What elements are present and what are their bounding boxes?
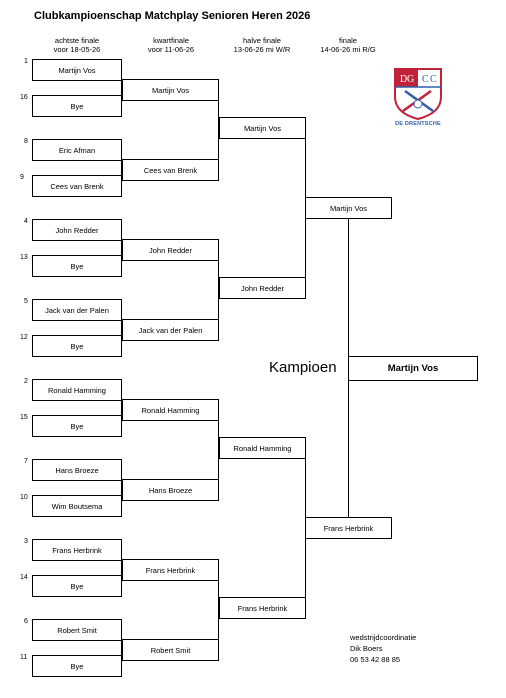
seed-number: 15 [20, 414, 28, 421]
contact-name: Dik Boers [350, 644, 383, 653]
champion-label: Kampioen [269, 359, 337, 376]
player-slot-r1: Bye [32, 575, 122, 597]
seed-number: 4 [24, 218, 28, 225]
player-slot-r1: Hans Broeze [32, 459, 122, 481]
bracket-line [218, 101, 219, 159]
bracket-line [218, 581, 219, 639]
player-slot-r2: Jack van der Palen [122, 319, 219, 341]
player-slot-r3: Frans Herbrink [219, 597, 306, 619]
player-slot-r2: John Redder [122, 239, 219, 261]
seed-number: 6 [24, 618, 28, 625]
player-slot-r2: Ronald Hamming [122, 399, 219, 421]
bracket-line [218, 261, 219, 319]
player-slot-r2: Cees van Brenk [122, 159, 219, 181]
golf-club-crest-logo: D G C C [394, 68, 442, 121]
round-name: achtste finale [54, 36, 100, 45]
round-date: voor 11-06-26 [147, 45, 195, 54]
bracket-line [121, 401, 122, 415]
player-slot-r1: Robert Smit [32, 619, 122, 641]
contact-phone: 06 53 42 88 85 [350, 655, 401, 664]
bracket-line [121, 641, 122, 655]
player-slot-r2: Robert Smit [122, 639, 219, 661]
contact-block: wedstrijdcoordinatie Dik Boers 06 53 42 … [350, 632, 416, 665]
player-slot-r1: John Redder [32, 219, 122, 241]
bracket-line [121, 481, 122, 495]
seed-number: 14 [20, 574, 28, 581]
seed-number: 11 [20, 654, 28, 661]
champion-box: Martijn Vos [348, 356, 478, 381]
logo-letter: D [400, 74, 407, 85]
bracket-line [121, 241, 122, 255]
logo-letter: C [422, 74, 429, 85]
logo-letter: G [407, 74, 414, 85]
player-slot-r2: Martijn Vos [122, 79, 219, 101]
player-slot-r1: Bye [32, 95, 122, 117]
player-slot-r1: Martijn Vos [32, 59, 122, 81]
player-slot-r1: Bye [32, 655, 122, 677]
round-header-r4: finale 14-06-26 mi R/G [320, 36, 375, 54]
player-slot-r2: Frans Herbrink [122, 559, 219, 581]
bracket-line [218, 421, 219, 479]
seed-number: 7 [24, 458, 28, 465]
player-slot-r3: John Redder [219, 277, 306, 299]
round-date: voor 18-05-26 [53, 45, 101, 54]
round-date: 14-06-26 mi R/G [320, 45, 376, 54]
player-slot-r3: Ronald Hamming [219, 437, 306, 459]
seed-number: 5 [24, 298, 28, 305]
round-header-r3: halve finale 13-06-26 mi W/R [234, 36, 291, 54]
seed-number: 16 [20, 94, 28, 101]
contact-role: wedstrijdcoordinatie [350, 633, 417, 642]
seed-number: 12 [20, 334, 28, 341]
round-header-r1: achtste finale voor 18-05-26 [54, 36, 101, 54]
player-slot-r1: Wim Boutsema [32, 495, 122, 517]
player-slot-r4: Martijn Vos [305, 197, 392, 219]
bracket-line [121, 321, 122, 335]
logo-text: DE DRENTSCHE [395, 121, 441, 127]
seed-number: 2 [24, 378, 28, 385]
player-slot-r1: Cees van Brenk [32, 175, 122, 197]
seed-number: 8 [24, 138, 28, 145]
bracket-line [121, 161, 122, 175]
logo-letter: C [430, 74, 437, 85]
player-slot-r1: Jack van der Palen [32, 299, 122, 321]
round-header-r2: kwartfinale voor 11-06-26 [148, 36, 194, 54]
round-date: 13-06-26 mi W/R [233, 45, 291, 54]
player-slot-r1: Frans Herbrink [32, 539, 122, 561]
player-slot-r1: Bye [32, 415, 122, 437]
round-name: kwartfinale [153, 36, 189, 45]
seed-number: 13 [20, 254, 28, 261]
seed-number: 3 [24, 538, 28, 545]
bracket-line [305, 139, 306, 277]
bracket-line [121, 561, 122, 575]
player-slot-r1: Bye [32, 255, 122, 277]
round-name: finale [339, 36, 357, 45]
player-slot-r4: Frans Herbrink [305, 517, 392, 539]
seed-number: 9 [20, 174, 24, 181]
player-slot-r1: Eric Afman [32, 139, 122, 161]
round-name: halve finale [243, 36, 281, 45]
bracket-line [305, 459, 306, 597]
player-slot-r1: Bye [32, 335, 122, 357]
player-slot-r3: Martijn Vos [219, 117, 306, 139]
page-title: Clubkampioenschap Matchplay Senioren Her… [34, 10, 311, 22]
player-slot-r1: Ronald Hamming [32, 379, 122, 401]
seed-number: 10 [20, 494, 28, 501]
bracket-line [121, 81, 122, 95]
seed-number: 1 [24, 58, 28, 65]
player-slot-r2: Hans Broeze [122, 479, 219, 501]
